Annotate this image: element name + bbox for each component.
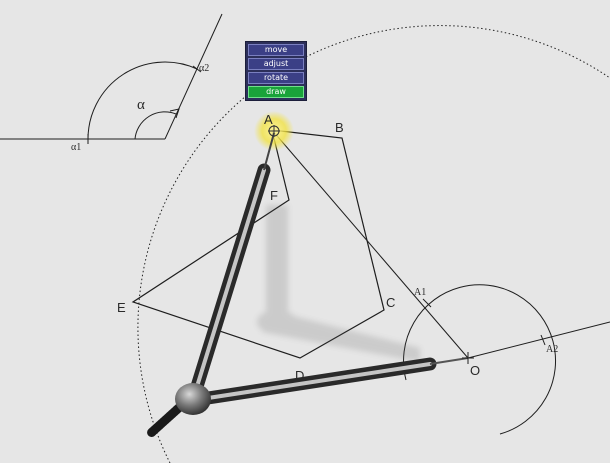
compass-pivot-pin (429, 357, 469, 365)
point-label-A: A (264, 112, 273, 127)
angle-arrowhead (169, 108, 180, 119)
angle-ray-diagonal (164, 13, 223, 140)
point-label-E: E (117, 300, 126, 315)
point-label-A1: A1 (414, 287, 426, 298)
point-label-D: D (295, 368, 304, 383)
angle-big-arc (87, 61, 198, 140)
move-button[interactable]: move (248, 44, 304, 56)
point-label-B: B (335, 120, 344, 135)
point-label-A2: A2 (546, 344, 558, 355)
A1-tick (422, 298, 432, 308)
compass-hinge[interactable] (175, 383, 211, 415)
compass-needle (263, 132, 275, 171)
compass-circle (403, 284, 557, 435)
angle-reference[interactable]: α α1 α2 (0, 13, 223, 153)
alpha2-label: α2 (199, 63, 209, 74)
compass-shadow (257, 205, 420, 362)
point-label-O: O (470, 363, 480, 378)
A2-tick (540, 334, 546, 346)
line-A-O (271, 129, 469, 359)
adjust-button[interactable]: adjust (248, 58, 304, 70)
line-O-A2 (467, 321, 610, 359)
tool-menu: move adjust rotate draw (245, 41, 307, 101)
compass-tool[interactable] (146, 132, 469, 438)
compass-handle[interactable] (146, 400, 187, 438)
alpha1-label: α1 (71, 142, 81, 153)
point-A-marker[interactable] (268, 125, 280, 137)
draw-button[interactable]: draw (248, 86, 304, 98)
point-label-C: C (386, 295, 395, 310)
angle-small-arc (134, 111, 177, 140)
compass-arm-lower-shine (193, 362, 432, 402)
rotate-button[interactable]: rotate (248, 72, 304, 84)
point-label-F: F (270, 188, 278, 203)
angle-symbol: α (137, 97, 145, 113)
dotted-circle (137, 25, 610, 463)
alpha2-tick (192, 65, 202, 73)
drawn-polygon[interactable] (131, 129, 385, 359)
compass-arm-upper-shine (193, 168, 266, 395)
